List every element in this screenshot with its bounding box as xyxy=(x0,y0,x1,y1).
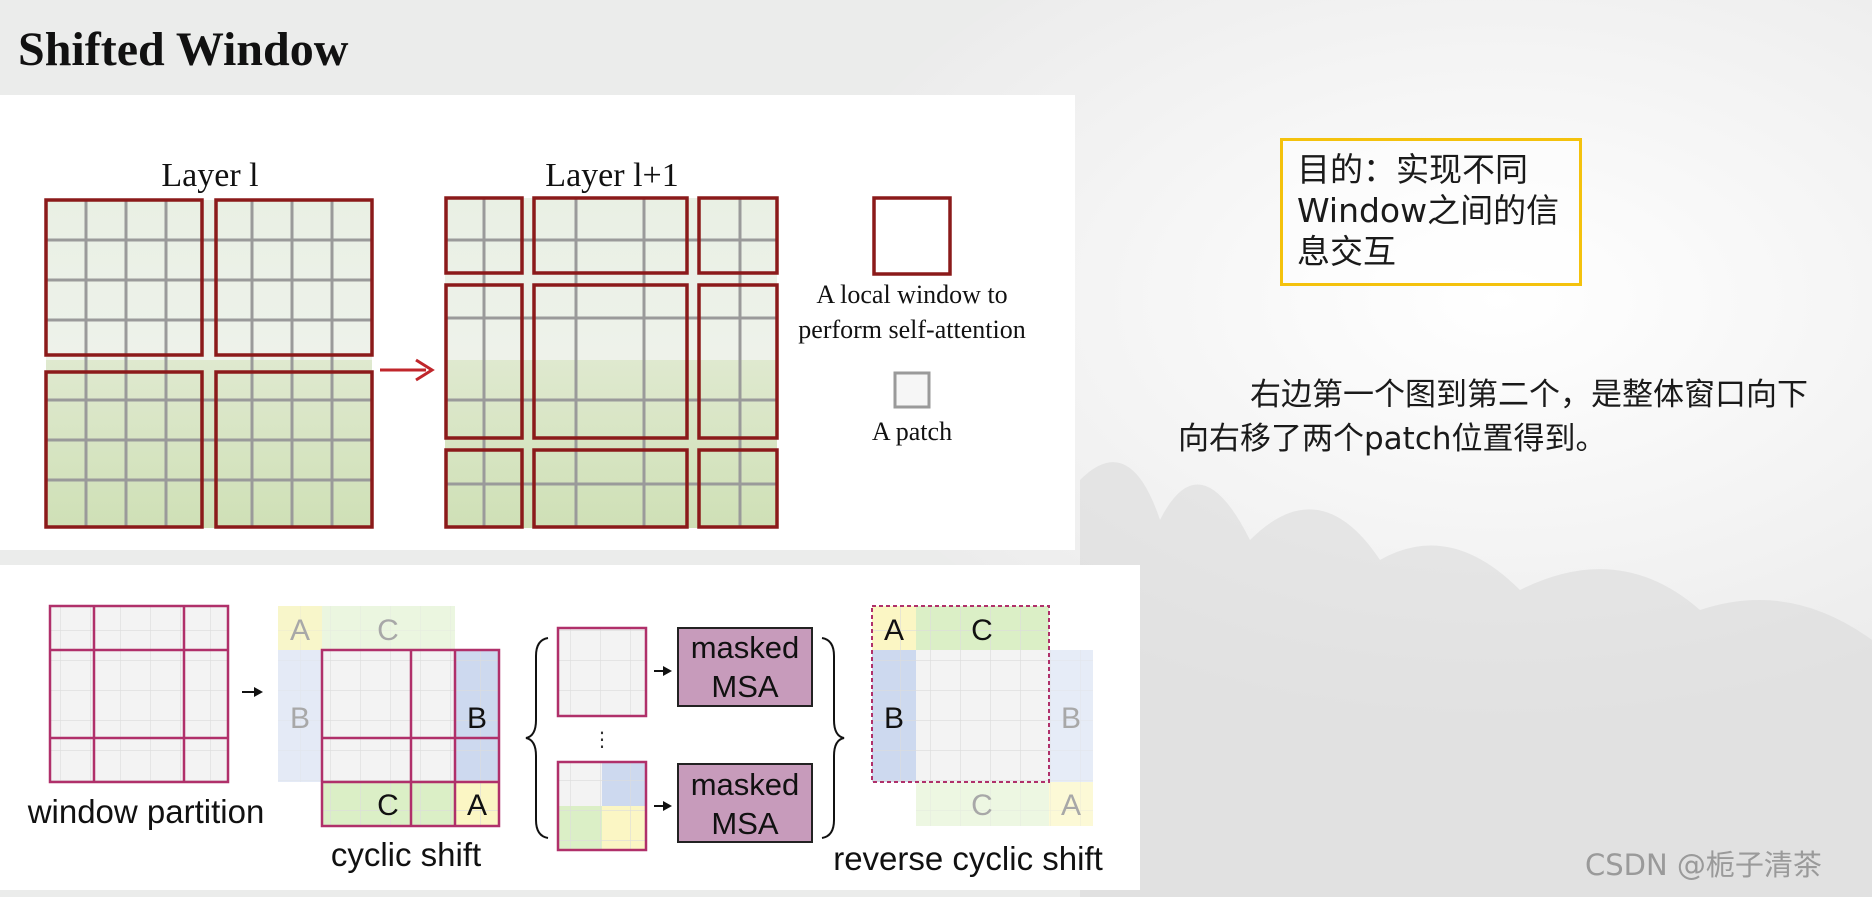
ghost-shift-region-c: C xyxy=(971,789,993,822)
layer-l-window-3 xyxy=(44,370,204,529)
description-text: 右边第一个图到第二个，是整体窗口向下向右移了两个patch位置得到。 xyxy=(1178,377,1808,457)
layer-l-figure xyxy=(46,200,372,528)
shifted-region-b: B xyxy=(467,702,487,735)
restored-region-a: A xyxy=(884,614,904,647)
ghost-shift-region-b: B xyxy=(1061,702,1081,735)
masked-msa-2-line1: masked xyxy=(691,767,800,802)
right-brace-icon xyxy=(821,637,845,839)
restored-region-b: B xyxy=(884,702,904,735)
cyclic-shift-figure xyxy=(278,606,501,828)
layer-l1-label: Layer l+1 xyxy=(545,157,678,194)
layer-l-window-1 xyxy=(44,198,204,357)
restored-region-c: C xyxy=(971,614,993,647)
msa-arrow-2-icon xyxy=(654,801,672,811)
reverse-cyclic-shift-figure xyxy=(871,605,1093,826)
shifted-region-a: A xyxy=(467,789,487,822)
purpose-callout: 目的：实现不同Window之间的信息交互 xyxy=(1280,138,1582,286)
slide-title: Shifted Window xyxy=(18,23,349,76)
legend-window-label-line1: A local window to xyxy=(816,280,1007,309)
masked-msa-box-2 xyxy=(677,763,813,843)
watermark: CSDN @栀子清茶 xyxy=(1585,848,1822,882)
legend-window-icon xyxy=(872,196,952,276)
layer-l1-patch-grid xyxy=(445,198,777,528)
ghost-region-a: A xyxy=(290,614,310,647)
msa-arrow-1-icon xyxy=(654,666,672,676)
window-partition-figure xyxy=(48,604,230,784)
masked-msa-1-line1: masked xyxy=(691,630,800,665)
ghost-region-c: C xyxy=(377,614,399,647)
layer-l-window-4 xyxy=(214,370,374,529)
layer-l1-windows xyxy=(444,196,779,529)
layer-l1-figure xyxy=(445,198,777,528)
reverse-cyclic-shift-label: reverse cyclic shift xyxy=(833,840,1103,877)
legend-window-label-line2: perform self-attention xyxy=(798,315,1025,344)
cyclic-shift-label: cyclic shift xyxy=(331,836,481,873)
window-partition-label: window partition xyxy=(27,793,265,830)
mountain-silhouette xyxy=(1080,462,1872,897)
shift-arrow-icon xyxy=(380,358,435,382)
vertical-ellipsis: ⋮ xyxy=(592,729,612,751)
layer-l-label: Layer l xyxy=(161,157,258,194)
layer-l-patch-grid xyxy=(46,200,372,528)
ghost-shift-region-a: A xyxy=(1061,789,1081,822)
shifted-region-c: C xyxy=(377,789,399,822)
partition-arrow-icon xyxy=(242,687,263,697)
masked-msa-box-1 xyxy=(677,627,813,707)
ghost-region-b: B xyxy=(290,702,310,735)
layer-l-windows xyxy=(44,198,374,529)
layer-l-window-2 xyxy=(214,198,374,357)
window-sample-1 xyxy=(556,626,648,718)
masked-msa-1-line2: MSA xyxy=(711,669,779,704)
legend-patch-icon xyxy=(893,371,931,409)
masked-msa-2-line2: MSA xyxy=(711,806,779,841)
legend-patch-label: A patch xyxy=(872,417,952,446)
left-brace-icon xyxy=(525,637,549,839)
window-sample-2 xyxy=(556,760,648,852)
